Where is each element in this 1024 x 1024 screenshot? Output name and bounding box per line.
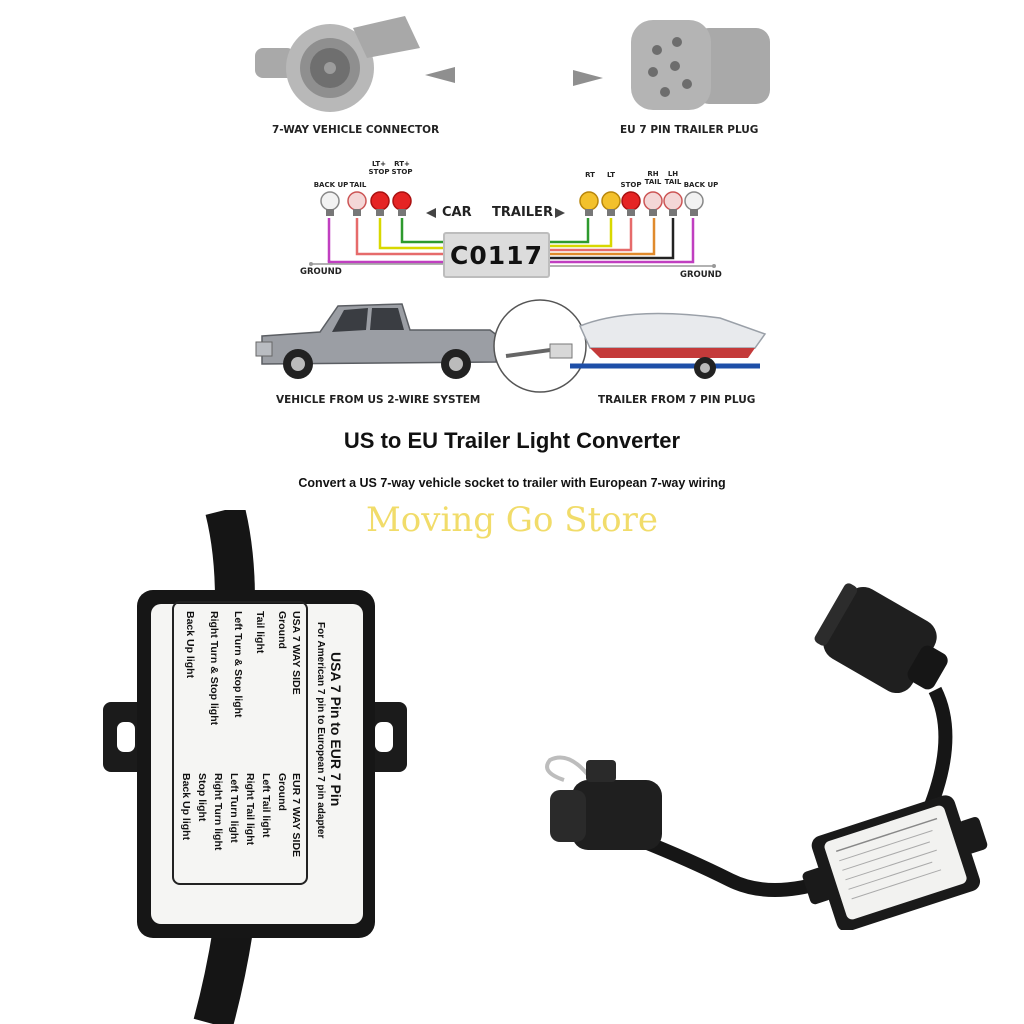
trailer-bulb-label: STOP: [620, 181, 642, 189]
store-watermark: Moving Go Store: [365, 500, 659, 540]
trailer-plug-image: [631, 20, 770, 110]
usa-side-header: USA 7 WAY SIDE: [290, 611, 302, 695]
car-bulb-label: RT+ STOP: [392, 160, 413, 176]
trailer-bulb-label-text: LH TAIL: [664, 170, 682, 186]
product-label-card: USA 7 Pin to EUR 7 Pin For American 7 pi…: [166, 597, 346, 897]
usa-item: Back Up light: [184, 611, 196, 679]
truck-and-boat-trailer-illustration: [255, 299, 767, 393]
left-arrow-icon: [425, 67, 455, 83]
vehicle-connector-label: 7-WAY VEHICLE CONNECTOR: [272, 124, 440, 136]
car-bulb-label-text: RT+ STOP: [391, 160, 413, 176]
trailer-plug-system-label: TRAILER FROM 7 PIN PLUG: [598, 394, 756, 406]
eur-item: Left Turn light: [228, 773, 240, 843]
bulb-icon: [643, 191, 663, 216]
ground-right-label: GROUND: [680, 270, 722, 280]
car-bulb-label: BACK UP: [313, 181, 349, 189]
product-label-rotated: USA 7 Pin to EUR 7 Pin For American 7 pi…: [166, 597, 346, 897]
label-title: USA 7 Pin to EUR 7 Pin: [328, 652, 344, 807]
eur-item: Back Up light: [180, 773, 192, 841]
wiring-diagram: 7-WAY VEHICLE CONNECTOR EU 7 PIN TRAILER…: [0, 0, 1024, 420]
converter-module-chip: C0117: [443, 232, 550, 278]
label-inner-frame: USA 7 WAY SIDE Ground Tail light Left Tu…: [172, 601, 308, 885]
trailer-bulb-label: LH TAIL: [665, 170, 682, 186]
trailer-bulb-label: LT: [606, 171, 616, 179]
adapter-cable-photo: [545, 583, 988, 930]
car-bulb-label: TAIL: [349, 181, 367, 189]
car-bulb-label-text: LT+ STOP: [368, 160, 390, 176]
bulb-icon: [684, 191, 704, 216]
trailer-bulb-label: BACK UP: [683, 181, 719, 189]
trailer-plug-connector-label: EU 7 PIN TRAILER PLUG: [620, 124, 759, 136]
subline: Convert a US 7-way vehicle socket to tra…: [298, 476, 726, 490]
trailer-bulb-label: RT: [585, 171, 595, 179]
trailer-arrow-icon: [555, 208, 565, 218]
car-bulb-label: LT+ STOP: [369, 160, 390, 176]
usa-item: Tail light: [254, 611, 266, 654]
right-arrow-icon: [573, 70, 603, 86]
headline: US to EU Trailer Light Converter: [343, 428, 681, 453]
ground-left-label: GROUND: [300, 267, 342, 277]
label-subtitle: For American 7 pin to European 7 pin ada…: [315, 622, 326, 839]
bulb-icon: [663, 191, 683, 216]
usa-item: Left Turn & Stop light: [232, 611, 244, 718]
trailer-label: TRAILER: [492, 205, 553, 220]
bulb-icon: [621, 191, 641, 216]
vehicle-system-label: VEHICLE FROM US 2-WIRE SYSTEM: [276, 394, 481, 406]
bulb-icon: [370, 191, 390, 216]
eur-item: Stop light: [196, 773, 208, 822]
car-label: CAR: [442, 205, 472, 220]
trailer-bulb-label: RH TAIL: [645, 170, 662, 186]
wire-harness: [309, 218, 716, 268]
bulb-icon: [579, 191, 599, 216]
eur-side-header: EUR 7 WAY SIDE: [290, 773, 302, 858]
usa-item: Ground: [276, 611, 288, 649]
trailer-bulb-label-text: RH TAIL: [644, 170, 662, 186]
bulb-icon: [320, 191, 340, 216]
converter-box-photo: [103, 510, 407, 1024]
eur-item: Right Tail light: [244, 773, 256, 846]
eur-item: Right Turn light: [212, 773, 224, 851]
eur-item: Left Tail light: [260, 773, 272, 838]
eur-item: Ground: [276, 773, 288, 811]
vehicle-connector-image: [255, 16, 420, 112]
bulb-icon: [392, 191, 412, 216]
usa-item: Right Turn & Stop light: [208, 611, 220, 726]
bulb-icon: [347, 191, 367, 216]
car-arrow-icon: [426, 208, 436, 218]
bulb-icon: [601, 191, 621, 216]
